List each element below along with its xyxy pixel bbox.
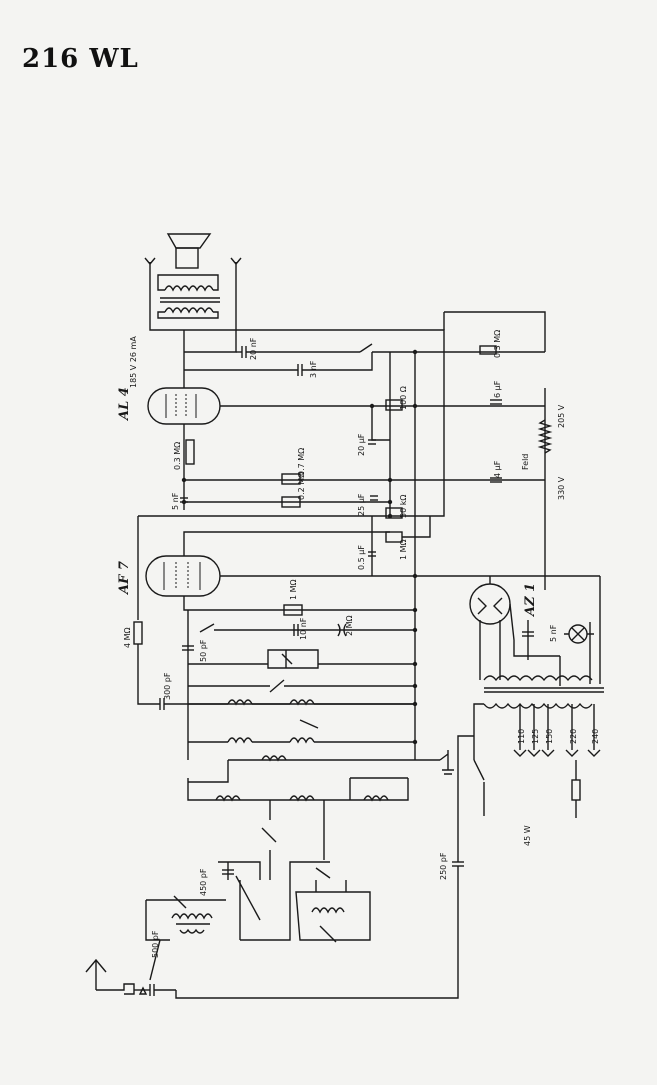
- label-c-5nf: 5 nF: [171, 492, 180, 510]
- label-c-cath: 20 µF: [357, 433, 366, 456]
- label-r-4m: 4 MΩ: [123, 627, 132, 648]
- label-c-2m: 2 MΩ: [345, 615, 354, 636]
- loudspeaker: [144, 233, 242, 331]
- tube-al4: AL 4 185 V 26 mA: [117, 336, 221, 425]
- label-c-05: 0.5 µF: [357, 545, 366, 570]
- label-r-grid: 0.3 MΩ: [173, 442, 182, 470]
- label-tap-110: 110: [517, 729, 526, 744]
- tube-af7: AF 7: [117, 555, 221, 597]
- label-tap-240: 240: [591, 729, 600, 744]
- label-c-10n: 10 nF: [299, 617, 308, 640]
- tube-az1: AZ 1: [469, 583, 538, 625]
- label-v205: 205 V: [557, 404, 566, 428]
- tube-al4-label: AL 4: [117, 387, 132, 422]
- label-tap-150: 150: [545, 729, 554, 744]
- tube-az1-label: AZ 1: [523, 583, 538, 618]
- label-c-plate: 3 nF: [309, 360, 318, 378]
- label-c-25: 25 µF: [357, 493, 366, 516]
- label-r-mid1: 0.7 MΩ: [297, 448, 306, 476]
- page-title: 216 WL: [22, 44, 139, 74]
- label-r-top: 0.3 MΩ: [493, 330, 502, 358]
- label-r-cath: 100 Ω: [399, 386, 408, 410]
- label-c-300: 300 pF: [163, 672, 172, 700]
- label-v330: 330 V: [557, 476, 566, 500]
- label-tap-220: 220: [569, 729, 578, 744]
- label-r-50k: 50 kΩ: [399, 495, 408, 518]
- label-c-500: 500 pF: [151, 930, 160, 958]
- label-c-6uf: 6 µF: [493, 380, 502, 398]
- tube-af7-label: AF 7: [117, 561, 132, 596]
- label-c-50: 50 pF: [199, 639, 208, 662]
- label-field: Feld: [521, 454, 530, 470]
- label-c-5nf-b: 5 nF: [549, 624, 558, 642]
- label-r-1m-b: 1 MΩ: [289, 579, 298, 600]
- label-r-mid2: 0.2 MΩ: [297, 472, 306, 500]
- label-r-1m-a: 1 MΩ: [399, 539, 408, 560]
- label-c-speaker: 20 nF: [249, 337, 258, 360]
- label-c-450: 450 pF: [199, 868, 208, 896]
- label-tap-125: 125: [531, 729, 540, 744]
- label-c-250: 250 pF: [439, 852, 448, 880]
- label-power: 45 W: [523, 825, 532, 846]
- tube-al4-note: 185 V 26 mA: [129, 336, 138, 388]
- label-c-4uf: 4 µF: [493, 460, 502, 478]
